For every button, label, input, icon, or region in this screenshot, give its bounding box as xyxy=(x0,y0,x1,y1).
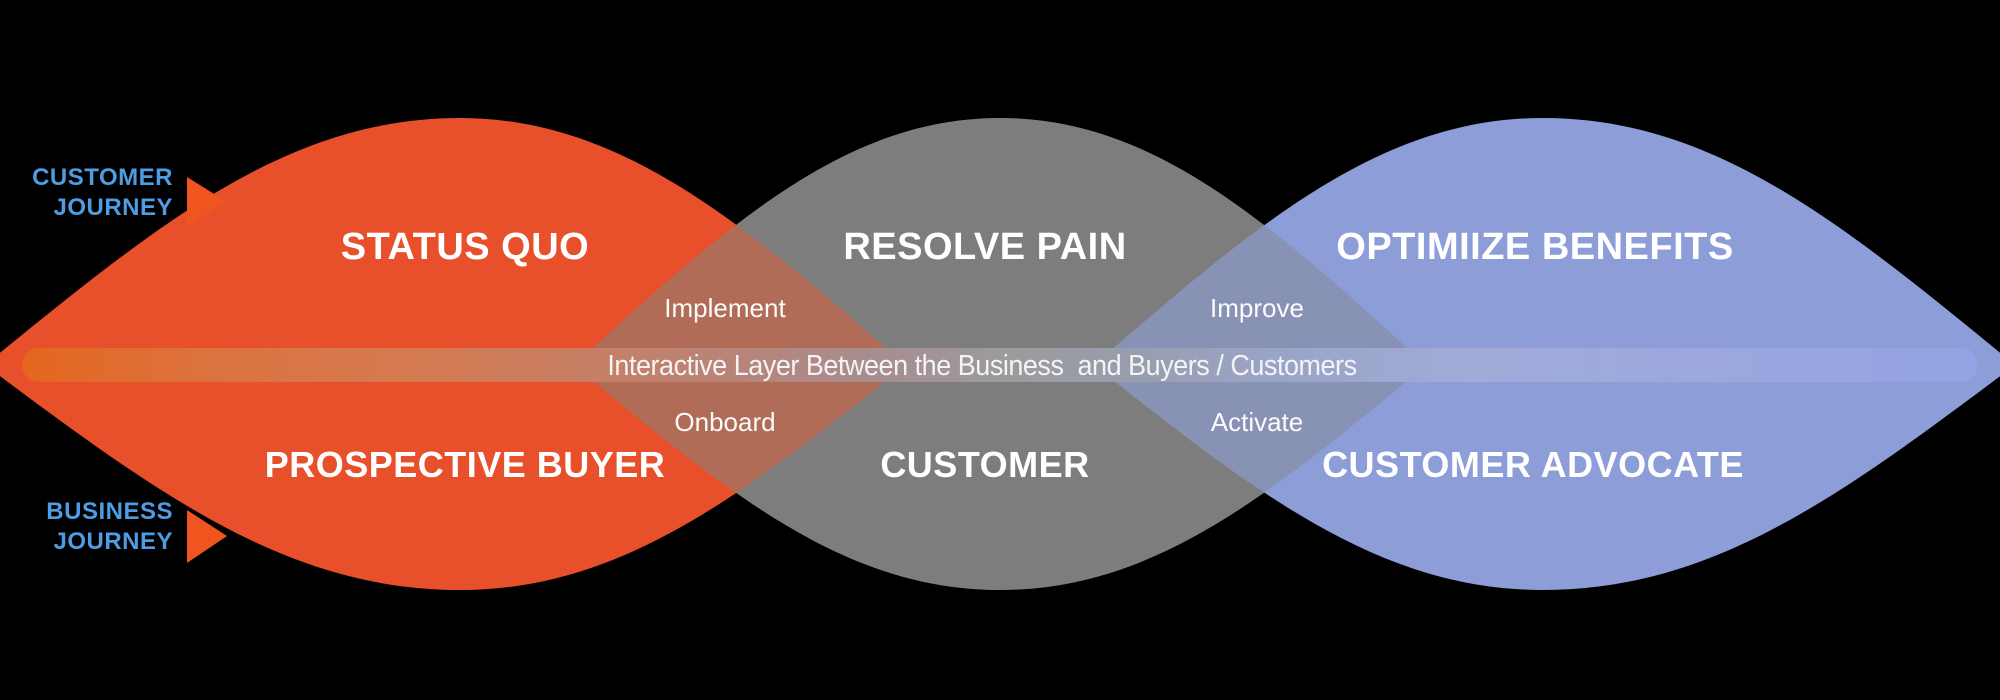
stage-bottom-customer-advocate: CUSTOMER ADVOCATE xyxy=(1322,444,1744,485)
stage-top-optimize-benefits: OPTIMIIZE BENEFITS xyxy=(1336,226,1734,268)
transition-onboard: Onboard xyxy=(674,407,776,437)
customer-journey-line1: CUSTOMER xyxy=(32,164,173,191)
transition-improve: Improve xyxy=(1210,293,1304,323)
stage-top-status-quo: STATUS QUO xyxy=(340,226,590,268)
customer-journey-arrow-icon xyxy=(187,177,227,227)
business-journey-label: BUSINESS JOURNEY xyxy=(30,497,173,557)
business-journey-line2: JOURNEY xyxy=(53,528,173,555)
transition-activate: Activate xyxy=(1210,407,1304,437)
stage-top-resolve-pain: RESOLVE PAIN xyxy=(843,226,1127,268)
customer-journey-line2: JOURNEY xyxy=(53,194,173,221)
interactive-layer-band xyxy=(22,348,1978,382)
interactive-layer-label: Interactive Layer Between the Business a… xyxy=(607,350,1357,382)
transition-implement: Implement xyxy=(664,293,786,323)
business-journey-line1: BUSINESS xyxy=(46,498,173,525)
stage-bottom-customer: CUSTOMER xyxy=(880,444,1090,485)
customer-journey-label: CUSTOMER JOURNEY xyxy=(30,163,173,223)
business-journey-arrow-icon xyxy=(187,510,227,563)
stage-bottom-prospective-buyer: PROSPECTIVE BUYER xyxy=(264,444,666,485)
